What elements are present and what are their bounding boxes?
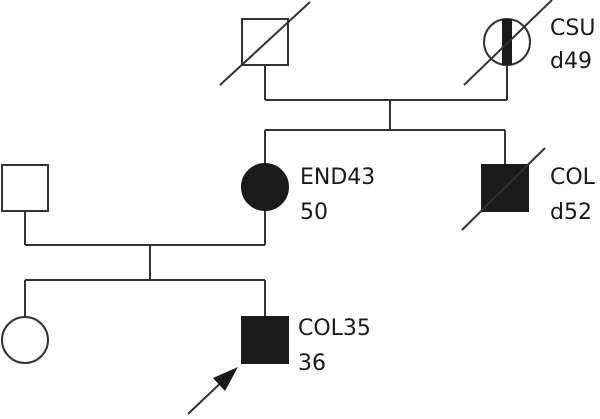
gen2-husband-symbol	[1, 164, 49, 212]
proband-arrow-icon	[187, 367, 238, 415]
gen3-daughter-symbol	[1, 316, 49, 364]
gen2-son-label-1: COL	[550, 165, 596, 190]
gen3-son-label-1: COL35	[298, 316, 371, 341]
gen3-son-symbol	[241, 316, 289, 364]
gen2-connections	[24, 210, 266, 317]
deceased-slash	[463, 0, 553, 86]
gen2-daughter-label-2: 50	[300, 200, 328, 225]
gen2-son-symbol	[461, 147, 546, 231]
gen1-mother-label-1: CSU	[550, 16, 595, 41]
gen1-father-symbol	[219, 1, 311, 86]
gen3-son-label-2: 36	[298, 351, 326, 376]
female-circle-affected	[241, 163, 289, 211]
male-square	[1, 164, 49, 212]
gen2-daughter-label-1: END43	[300, 165, 375, 190]
gen2-daughter-symbol	[241, 163, 289, 211]
deceased-slash	[461, 147, 546, 231]
gen1-mother-symbol	[463, 0, 553, 86]
proband-arrow-head	[213, 367, 238, 391]
deceased-slash	[219, 1, 311, 86]
gen2-son-label-2: d52	[550, 200, 592, 225]
male-square-affected	[241, 316, 289, 364]
female-circle	[1, 316, 49, 364]
gen1-mother-label-2: d49	[550, 49, 592, 74]
gen1-connections	[264, 65, 508, 165]
affected-stripe	[502, 19, 512, 65]
